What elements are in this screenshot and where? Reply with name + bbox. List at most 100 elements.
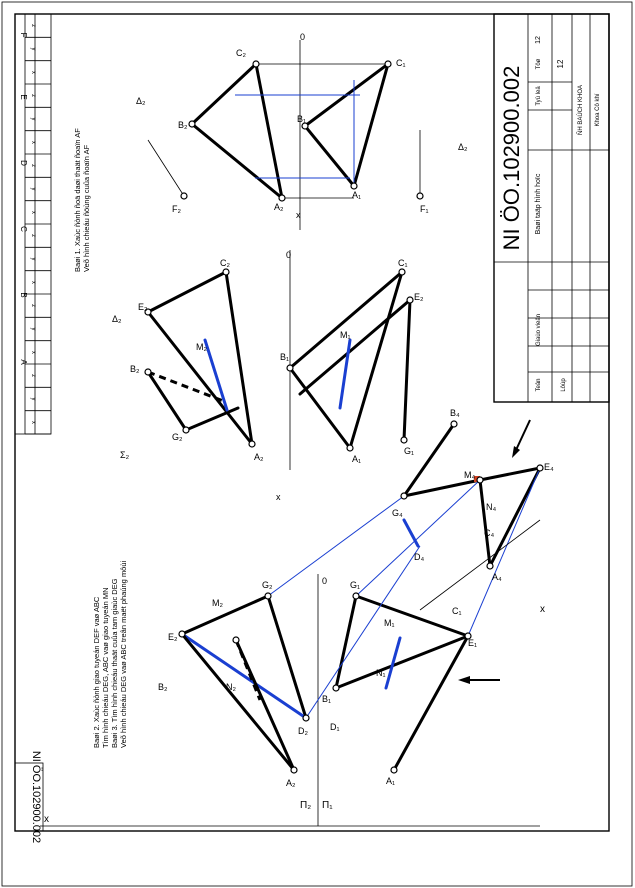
task3-line2: Veõ hình chieáu DEG vaø ABC treân maët p… — [119, 560, 128, 748]
grid-col-C: C — [19, 226, 28, 232]
t3-label-e4: E₄ — [544, 462, 554, 472]
t3-label-n4: N₄ — [486, 502, 496, 512]
t1-label-delta2: Δ₂ — [136, 96, 146, 106]
t3-label-c4: C₄ — [484, 528, 494, 538]
title-ten: Teân — [536, 378, 542, 391]
t3-label-pi2: Π₂ — [300, 800, 311, 811]
title-gv: Giaùo vieân — [536, 314, 542, 346]
t1-label-f1: F₁ — [420, 204, 429, 214]
t2-label-m1: M₁ — [340, 330, 351, 340]
t3-label-b2: B₂ — [158, 682, 168, 692]
t1-label-delta1: Δ₂ — [458, 142, 468, 152]
t3-label-e1: E₁ — [468, 638, 477, 648]
task2-line2: Tìm hình chieáu DEG, ABC vaø giao tuyeán… — [101, 588, 110, 749]
title-block: NI ÖO.102900.002 Baøi taäp hình hoïc Teâ… — [493, 13, 610, 403]
t1-label-b1: B₁ — [297, 114, 306, 124]
t2-label-m2: M₂ — [196, 342, 207, 352]
grid-axis-letter: y — [30, 188, 36, 191]
task1-line1: Baøi 1. Xaùc ñònh ñoä daøi thaät ñoaïn A… — [73, 128, 82, 272]
grid-axis-letter: x — [30, 211, 36, 214]
sheet-total: 12 — [535, 36, 542, 44]
t1-label-c2: C₂ — [236, 48, 246, 58]
grid-axis-letter: y — [30, 398, 36, 401]
t3-label-pi1: Π₁ — [322, 800, 333, 811]
title-to: Tôø — [536, 58, 542, 69]
sheet-number: 12 — [556, 59, 565, 68]
grid-axis-letter: z — [30, 24, 36, 27]
t2-label-e1: E₂ — [414, 292, 424, 302]
task1-line2: Veõ hình chieáu ñöùng cuûa ñoaïn AF — [82, 144, 91, 272]
t2-label-b1: B₁ — [280, 352, 289, 362]
grid-axis-letter: x — [30, 351, 36, 354]
svg-text:NI ÖO.102900.002: NI ÖO.102900.002 — [30, 751, 42, 843]
t1-label-f2: F₂ — [172, 204, 181, 214]
t3-label-n1: N₁ — [376, 668, 386, 678]
task2-drawing: E₂ C₂ A₂ B₂ G₂ M₂ B₁ C₁ A₁ E₂ G₁ M₁ Σ₂ Δ… — [112, 250, 424, 502]
t3-label-d1: D₁ — [330, 722, 340, 732]
t3-label-c1: C₁ — [452, 606, 462, 616]
grid-col-F: F — [19, 33, 28, 38]
t2-label-c1: C₁ — [398, 258, 408, 268]
grid-col-D: D — [19, 160, 28, 166]
t3-label-g2: G₂ — [262, 580, 273, 590]
t3-label-m1: M₁ — [384, 618, 395, 628]
grid-col-A: A — [19, 359, 28, 365]
t2-axis-zero: 0 — [286, 250, 291, 260]
t3-label-a2: A₂ — [286, 778, 296, 788]
task2-line1: Baøi 2. Xaùc ñònh giao tuyeán DEF vaø AB… — [92, 596, 101, 748]
t1-axis-x: x — [296, 210, 301, 220]
grid-axis-letter: y — [30, 328, 36, 331]
grid-axis-letter: y — [30, 118, 36, 121]
t3-label-n2: N₂ — [226, 682, 236, 692]
view-arrows — [458, 419, 531, 684]
title-bai: Baøi taäp hình hoïc — [535, 173, 542, 234]
grid-col-E: E — [19, 94, 28, 99]
t3-label-g1: G₁ — [350, 580, 360, 590]
t2-label-sigma2: Σ₂ — [120, 450, 130, 460]
t1-label-a2: A₂ — [274, 202, 284, 212]
t1-label-c1: C₁ — [396, 58, 406, 68]
t2-axis-x: x — [276, 492, 281, 502]
task3-line1: Baøi 3. Tìm hình chieáu thaät cuûa tam g… — [110, 578, 119, 748]
t3-axis-zero: 0 — [322, 576, 327, 586]
grid-axis-letter: z — [30, 234, 36, 237]
t3-label-e2: E₂ — [168, 632, 178, 642]
t3-label-m2: M₂ — [212, 598, 223, 608]
grid-axis-letter: x — [30, 281, 36, 284]
grid-axis-letter: x — [30, 71, 36, 74]
grid-axis-letter: x — [30, 421, 36, 424]
grid-axis-letter: y — [30, 48, 36, 51]
t3-axis-x14: x — [540, 604, 545, 615]
task1-drawing: B₂ C₂ A₂ B₁ C₁ A₁ F₂ F₁ Δ₂ Δ₂ x 0 — [136, 32, 468, 230]
t1-label-a1: A₁ — [352, 190, 361, 200]
t3-label-d4: D₄ — [414, 552, 424, 562]
t2-label-b2: B₂ — [130, 364, 140, 374]
t3-label-b4: B₄ — [450, 408, 460, 418]
title-tyle: Tyû leä — [536, 86, 542, 106]
title-faculty: Khoa Cô khí — [595, 93, 601, 126]
t2-label-g1: G₁ — [404, 446, 414, 456]
t3-label-a1: A₁ — [386, 776, 395, 786]
title-school: ÑH BAÙCH KHOA — [577, 85, 584, 135]
grid-axis-letter: z — [30, 304, 36, 307]
t3-label-d2: D₂ — [298, 726, 308, 736]
grid-axis-letter: z — [30, 164, 36, 167]
t1-axis-zero: 0 — [300, 32, 305, 42]
t2-label-delta2: Δ₂ — [112, 314, 122, 324]
grid-axis-letter: y — [30, 258, 36, 261]
title-lop: Lôùp — [561, 378, 567, 392]
t3-axis-x: x — [44, 814, 49, 825]
task3-drawing: E₂ G₂ D₂ A₂ B₂ M₂ N₂ B₁ G₁ C₁ E₁ A₁ D₁ M… — [40, 408, 554, 827]
t2-label-c2: C₂ — [220, 258, 230, 268]
doc-code: NI ÖO.102900.002 — [499, 66, 524, 251]
grid-col-B: B — [19, 292, 28, 297]
grid-axis-letter: z — [30, 374, 36, 377]
t2-label-g2: G₂ — [172, 432, 183, 442]
t3-label-m4: M₄ — [464, 470, 475, 480]
corner-code: NI ÖO.102900.002 — [14, 751, 44, 843]
t3-label-b1: B₁ — [322, 694, 331, 704]
t1-label-b2: B₂ — [178, 120, 188, 130]
